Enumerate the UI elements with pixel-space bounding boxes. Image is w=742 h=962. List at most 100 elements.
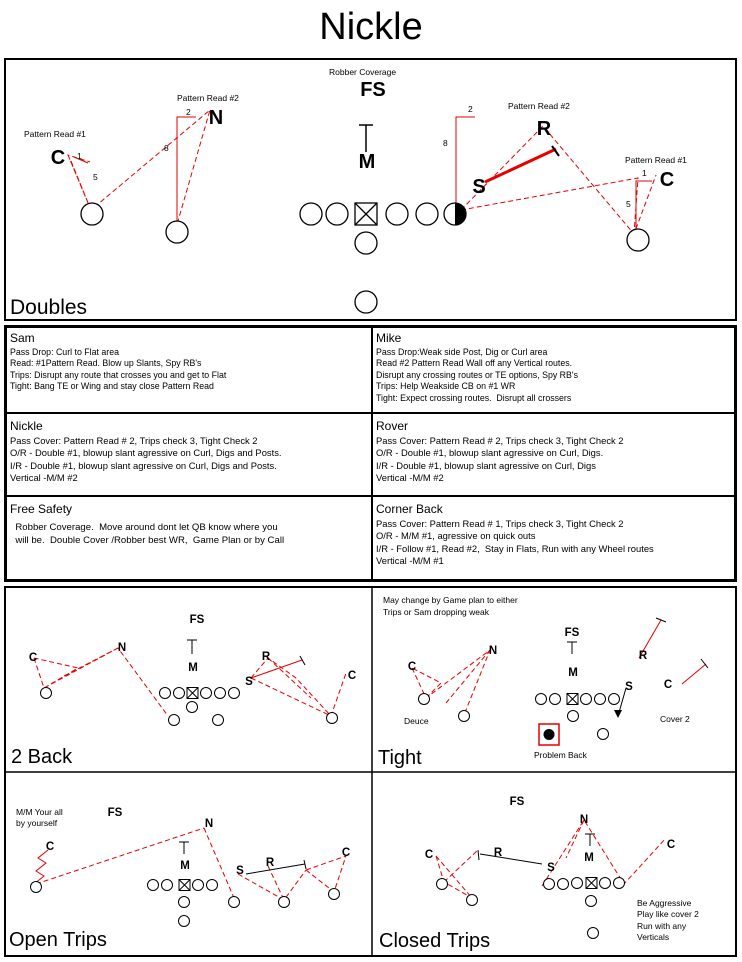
assignment-title: Sam bbox=[10, 331, 35, 345]
svg-text:5: 5 bbox=[626, 199, 631, 209]
doubles-right-c-route bbox=[635, 180, 652, 234]
svg-text:5: 5 bbox=[93, 172, 98, 182]
closed-trips-formation-name: Closed Trips bbox=[379, 930, 490, 952]
tight-formation-name: Tight bbox=[378, 747, 422, 769]
closed-trips-n: N bbox=[580, 814, 588, 826]
tight-r: R bbox=[639, 650, 648, 662]
open-trips-fs: FS bbox=[108, 807, 123, 819]
closed-trips-note-4: Verticals bbox=[637, 932, 669, 942]
two-back-n: N bbox=[118, 642, 126, 654]
two-back-c-right: C bbox=[348, 670, 356, 682]
closed-trips-r: R bbox=[494, 847, 503, 859]
page-title: Nickle bbox=[319, 6, 423, 48]
assignments-table: Sam Pass Drop: Curl to Flat area Read: #… bbox=[4, 325, 737, 582]
assignment-free-safety: Free Safety Robber Coverage. Move around… bbox=[6, 496, 372, 580]
assignment-text: Robber Coverage. Move around dont let QB… bbox=[15, 522, 285, 546]
svg-text:1: 1 bbox=[77, 151, 82, 161]
formations-grid: FS M N C R S C 2 Back bbox=[4, 586, 737, 957]
svg-text:2: 2 bbox=[186, 107, 191, 117]
open-trips-note-2: by yourself bbox=[16, 818, 58, 828]
doubles-s-blitz-cap bbox=[551, 145, 560, 157]
doubles-pattern-read-2-right: Pattern Read #2 bbox=[508, 101, 570, 111]
assignment-text: Pass Cover: Pattern Read # 1, Trips chec… bbox=[376, 518, 654, 567]
doubles-left-slot bbox=[165, 220, 189, 244]
doubles-lineman bbox=[415, 202, 439, 226]
doubles-n: N bbox=[209, 107, 223, 129]
closed-trips-s: S bbox=[547, 862, 555, 874]
doubles-c-left: C bbox=[51, 147, 65, 169]
two-back-c-left: C bbox=[29, 652, 37, 664]
two-back-s: S bbox=[245, 676, 253, 688]
closed-trips-note-1: Be Aggressive bbox=[637, 898, 692, 908]
doubles-r: R bbox=[537, 118, 552, 140]
open-trips-m: M bbox=[180, 860, 190, 872]
closed-trips-c-right: C bbox=[667, 839, 675, 851]
doubles-left-c-route bbox=[73, 156, 89, 164]
svg-text:1: 1 bbox=[642, 168, 647, 178]
tight-note-1: May change by Game plan to either bbox=[383, 595, 518, 605]
assignment-text: Pass Drop:Weak side Post, Dig or Curl ar… bbox=[376, 347, 578, 403]
open-trips-r: R bbox=[266, 857, 275, 869]
tight-m: M bbox=[568, 667, 578, 679]
doubles-right-wr bbox=[626, 228, 650, 252]
assignment-text: Pass Cover: Pattern Read # 2, Trips chec… bbox=[10, 435, 282, 484]
doubles-s: S bbox=[472, 176, 485, 198]
svg-text:2: 2 bbox=[468, 104, 473, 114]
doubles-lineman bbox=[385, 202, 409, 226]
assignment-text: Pass Cover: Pattern Read # 2, Trips chec… bbox=[376, 435, 624, 484]
tight-n: N bbox=[489, 645, 497, 657]
doubles-left-routes bbox=[67, 108, 211, 229]
tight-problem-back-label: Problem Back bbox=[534, 750, 588, 760]
doubles-pattern-read-2-left: Pattern Read #2 bbox=[177, 93, 239, 103]
open-trips-formation-name: Open Trips bbox=[9, 929, 107, 951]
doubles-coverage-label: Robber Coverage bbox=[329, 67, 396, 77]
assignment-nickle: Nickle Pass Cover: Pattern Read # 2, Tri… bbox=[6, 413, 372, 496]
assignment-title: Free Safety bbox=[10, 502, 73, 516]
doubles-m: M bbox=[359, 151, 376, 173]
tight-cover2-label: Cover 2 bbox=[660, 714, 690, 724]
tight-s: S bbox=[625, 681, 633, 693]
doubles-lineman bbox=[325, 202, 349, 226]
doubles-s-blitz-line bbox=[484, 147, 557, 184]
doubles-running-back bbox=[354, 290, 378, 314]
assignment-sam: Sam Pass Drop: Curl to Flat area Read: #… bbox=[6, 327, 372, 413]
doubles-pattern-read-1-right: Pattern Read #1 bbox=[625, 155, 687, 165]
assignment-corner-back: Corner Back Pass Cover: Pattern Read # 1… bbox=[372, 496, 735, 580]
tight-fs: FS bbox=[565, 627, 580, 639]
two-back-formation-name: 2 Back bbox=[11, 746, 73, 768]
open-trips-diagram: FS N C M S R C M/M Your all by yourself … bbox=[9, 807, 350, 951]
open-trips-c-right: C bbox=[342, 847, 350, 859]
tight-c-left: C bbox=[408, 661, 416, 673]
assignment-title: Nickle bbox=[10, 419, 43, 433]
tight-c-right: C bbox=[664, 679, 672, 691]
doubles-diagram-frame: FS M N C R S C Robber Coverage Pattern R… bbox=[4, 58, 737, 321]
two-back-m: M bbox=[188, 662, 198, 674]
assignment-title: Corner Back bbox=[376, 502, 443, 516]
svg-text:8: 8 bbox=[164, 143, 169, 153]
closed-trips-c-left: C bbox=[425, 849, 433, 861]
svg-text:8: 8 bbox=[443, 138, 448, 148]
open-trips-n: N bbox=[205, 818, 213, 830]
doubles-c-right: C bbox=[660, 169, 674, 191]
tight-note-2: Trips or Sam dropping weak bbox=[383, 607, 490, 617]
doubles-right-n-route bbox=[455, 116, 475, 208]
tight-diagram: FS M N C R S C May change by Game plan t… bbox=[378, 595, 709, 769]
assignment-mike: Mike Pass Drop:Weak side Post, Dig or Cu… bbox=[372, 327, 735, 413]
doubles-qb bbox=[354, 231, 378, 255]
tight-deuce-label: Deuce bbox=[404, 716, 429, 726]
assignment-title: Mike bbox=[376, 331, 402, 345]
open-trips-c-left: C bbox=[46, 841, 54, 853]
two-back-fs: FS bbox=[190, 614, 205, 626]
doubles-right-routes bbox=[460, 125, 657, 235]
closed-trips-note-2: Play like cover 2 bbox=[637, 909, 699, 919]
doubles-formation-name: Doubles bbox=[10, 296, 87, 319]
assignment-title: Rover bbox=[376, 419, 409, 433]
doubles-diagram: FS M N C R S C Robber Coverage Pattern R… bbox=[10, 67, 687, 319]
closed-trips-diagram: FS N C R M S C Be Aggressive Play like c… bbox=[379, 796, 699, 952]
doubles-lineman bbox=[299, 202, 323, 226]
formations-diagrams: FS M N C R S C 2 Back bbox=[6, 588, 735, 955]
doubles-tight-end-half bbox=[455, 203, 466, 225]
two-back-diagram: FS M N C R S C 2 Back bbox=[11, 614, 356, 768]
assignment-rover: Rover Pass Cover: Pattern Read # 2, Trip… bbox=[372, 413, 735, 496]
closed-trips-fs: FS bbox=[510, 796, 525, 808]
